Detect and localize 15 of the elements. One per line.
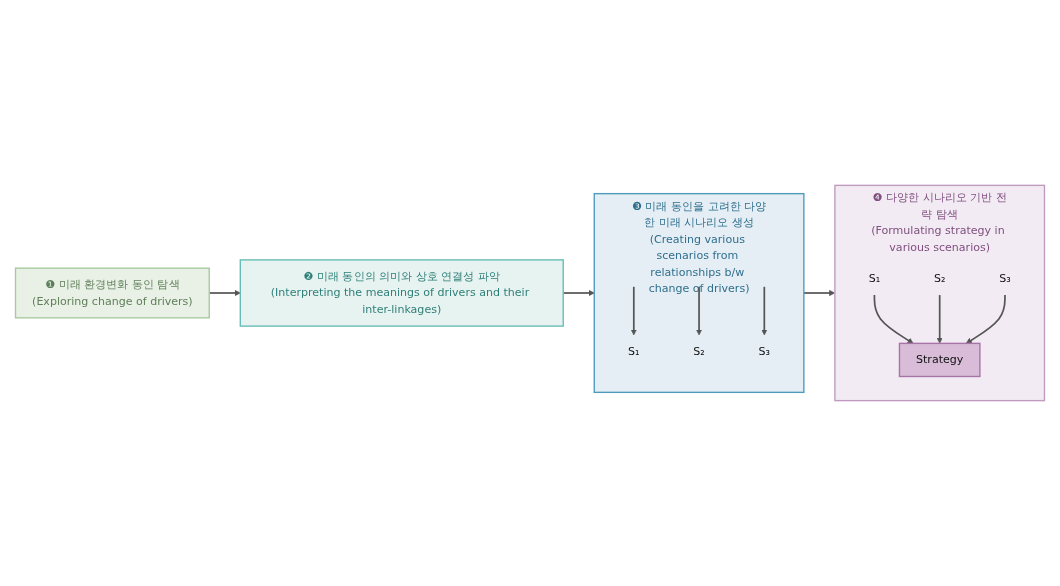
- arrow: [761, 285, 768, 336]
- node-box: Strategy: [898, 342, 981, 378]
- arrow: [696, 285, 703, 336]
- node-text: S₂: [693, 344, 705, 358]
- arrow: [965, 294, 1006, 344]
- node-text: S₂: [933, 271, 946, 285]
- arrow: [630, 285, 637, 336]
- node-box: ❷ 미래 동인의 의미와 상호 연결성 파악 (Interpreting the meanings of drivers and their inter-linkages): [239, 259, 564, 327]
- node-text: S₃: [758, 344, 771, 358]
- arrow: [873, 294, 914, 344]
- arrow: [936, 294, 943, 344]
- node-box: ❶ 미래 환경변화 동인 탐색 (Exploring change of drivers): [14, 267, 210, 319]
- node-text: S₃: [999, 271, 1011, 285]
- node-text: S₁: [628, 344, 640, 358]
- node-text: S₁: [868, 271, 881, 285]
